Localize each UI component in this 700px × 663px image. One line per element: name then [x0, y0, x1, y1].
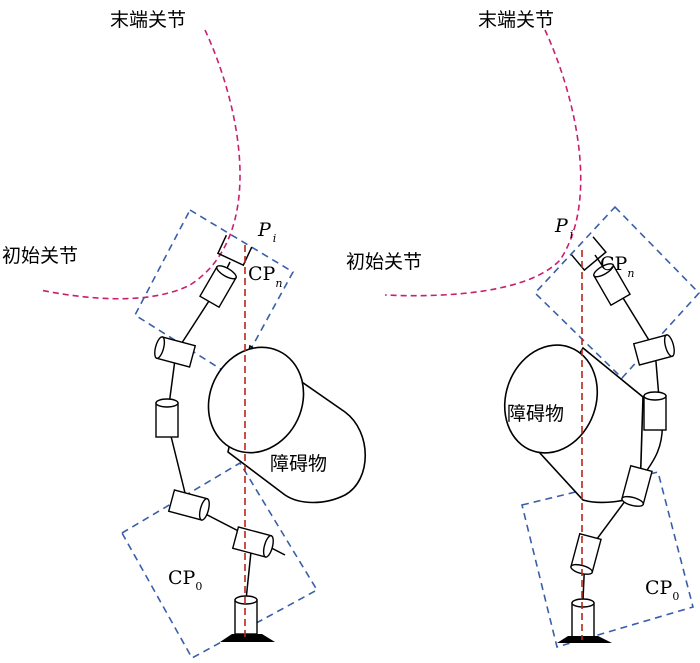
base-plate — [557, 636, 612, 643]
obstacle-label: 障碍物 — [507, 403, 564, 425]
joint-trajectory-curve — [39, 29, 241, 300]
joint-4 — [643, 391, 667, 431]
base-plate — [220, 634, 275, 642]
end-effector — [570, 236, 607, 272]
obstacle-cylinder — [207, 344, 366, 504]
end-joint-label: 末端关节 — [110, 9, 186, 31]
joint-3 — [167, 489, 210, 521]
joint-4 — [155, 398, 179, 438]
initial-joint-label: 初始关节 — [2, 245, 78, 267]
joint-5 — [154, 336, 197, 368]
end-joint-label: 末端关节 — [478, 9, 554, 31]
base-joint — [234, 595, 258, 635]
control-region-cpn — [533, 205, 700, 380]
joint-2 — [231, 526, 274, 558]
cp0-label: CP0 — [645, 577, 679, 603]
end-effector — [216, 234, 253, 267]
base-joint — [571, 598, 595, 638]
joint-2 — [570, 532, 602, 575]
joint-trajectory-curve — [384, 29, 582, 297]
control-region-cp0 — [521, 471, 694, 649]
joint-3 — [621, 464, 653, 507]
cp0-label: CP0 — [168, 567, 202, 593]
initial-joint-label: 初始关节 — [346, 251, 422, 273]
cpn-label: CPn — [248, 263, 282, 290]
cpn-label: CPn — [600, 253, 634, 280]
obstacle-label: 障碍物 — [270, 453, 327, 475]
joint-6 — [593, 263, 631, 307]
joint-5 — [632, 334, 675, 366]
joint-6 — [199, 265, 237, 309]
